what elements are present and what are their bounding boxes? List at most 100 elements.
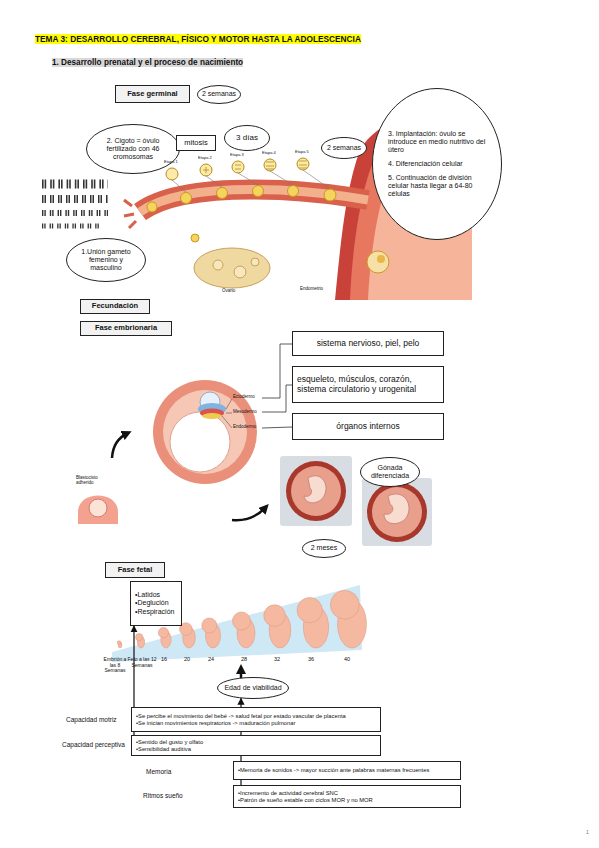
layer-box: esqueleto, músculos, corazón, sistema ci…	[292, 366, 444, 403]
node-text: •Patrón de sueño estable con ciclos MOR …	[238, 797, 373, 804]
note-ellipse: Gónada diferenciada	[360, 457, 420, 487]
capacity-box: •Se percibe el movimiento del bebé -> sa…	[131, 707, 381, 732]
embryo-photo	[291, 466, 341, 516]
leader-line	[172, 170, 330, 192]
row-label: Ritmos sueño	[143, 792, 183, 799]
capacity-box: •Memoria de sonidos -> mayor succión ant…	[233, 761, 461, 780]
node-text: •Sensibilidad auditiva	[136, 746, 191, 753]
follicle	[251, 258, 259, 266]
page-title: TEMA 3: DESARROLLO CEREBRAL, FÍSICO Y MO…	[35, 34, 361, 44]
fetus-head	[136, 634, 143, 641]
stage-image	[232, 161, 244, 173]
embryo-photo	[280, 456, 352, 526]
node-text: Gónada diferenciada	[368, 464, 412, 480]
stage-label: Etapa 1	[164, 160, 178, 164]
node-text: 2. Cigoto = óvulo fertilizado con 46 cro…	[100, 137, 166, 161]
node-text: •Sentido del gusto y olfato	[136, 739, 203, 746]
ellipse-outline	[218, 678, 289, 699]
node-text: •Se inician movimientos respiratorios ->…	[136, 720, 295, 727]
embryo-section	[163, 390, 247, 474]
process-box: mitosis	[176, 135, 216, 151]
node-text: Fecundación	[92, 302, 138, 311]
node-text: 2 semanas	[327, 144, 361, 152]
node-text: 2 semanas	[202, 90, 236, 98]
follicle	[234, 266, 246, 278]
layer-label: Endodermo	[233, 425, 256, 430]
embryo	[304, 476, 326, 503]
note-ellipse: 3. Implantación: óvulo se introduce en m…	[372, 88, 502, 240]
blastocyst	[324, 189, 336, 201]
curved-arrow	[232, 507, 266, 520]
ovum	[191, 234, 199, 242]
duration-ellipse: 2 semanas	[321, 137, 367, 159]
note-ellipse: 1.Unión gameto femenino y masculino	[66, 238, 146, 282]
embryo-photo	[367, 482, 427, 542]
row-label: Capacidad perceptiva	[62, 741, 125, 748]
node-text: órganos internos	[336, 422, 399, 432]
node-text: mitosis	[184, 139, 207, 148]
axis-label: 16	[161, 656, 167, 662]
layer-box: órganos internos	[292, 413, 444, 440]
axis-label: 36	[308, 656, 314, 662]
curved-arrow	[112, 433, 128, 458]
node-text: esqueleto, músculos, corazón, sistema ci…	[297, 375, 439, 395]
chromosome-row	[42, 210, 108, 216]
milestone-ellipse: Edad de viabilidad	[217, 677, 289, 699]
node-text: Fase germinal	[127, 90, 177, 99]
node-text: 2 meses	[311, 544, 337, 552]
ellipse-outline	[67, 239, 146, 282]
fetus-head	[117, 641, 121, 645]
embryo-photo	[286, 461, 346, 521]
fetus-head	[297, 598, 322, 623]
ovum	[147, 202, 157, 212]
embryo-photo	[362, 478, 432, 546]
capacity-box: •Sentido del gusto y olfato•Sensibilidad…	[131, 735, 381, 756]
embryo-photo	[372, 487, 422, 537]
cell-divisions	[203, 161, 307, 173]
axis-label: 24	[208, 656, 214, 662]
row-label: Memoria	[146, 768, 171, 775]
node-text: Fase fetal	[118, 566, 153, 575]
chromosome-row	[42, 180, 108, 189]
fetus-head	[233, 612, 251, 630]
implanted-blastocyst	[367, 251, 389, 273]
phase-box: Fase germinal	[115, 85, 190, 103]
node-text: •Latidos	[135, 591, 160, 599]
ellipse-outline	[225, 126, 270, 151]
note-ellipse: 2. Cigoto = óvulo fertilizado con 46 cro…	[86, 124, 180, 174]
axis-label: 20	[184, 656, 190, 662]
endoderm-layer	[202, 413, 222, 419]
blastocyst-adhered	[78, 496, 118, 525]
part-label: Endometrio	[300, 287, 323, 292]
fetus-head	[158, 628, 168, 638]
ovary	[194, 248, 270, 288]
blastocyst-cavity	[89, 499, 107, 517]
part-label: Ovario	[222, 289, 235, 294]
capacity-box: •Incremento de actividad cerebral SNC•Pa…	[233, 785, 461, 808]
chromosome-row	[42, 195, 108, 203]
node-text: •Respiración	[135, 608, 174, 616]
cell-stage	[217, 188, 228, 199]
layer-box: sistema nervioso, piel, pelo	[292, 331, 444, 356]
stage-label: Etapa 2	[198, 156, 212, 160]
section-heading: 1. Desarrollo prenatal y el proceso de n…	[52, 58, 243, 67]
axis-label: 32	[274, 656, 280, 662]
stage-label: Etapa 5	[295, 150, 309, 154]
leader-line	[222, 399, 232, 428]
node-text: •Incremento de actividad cerebral SNC	[238, 790, 338, 797]
follicle	[213, 260, 223, 270]
chromosome-row	[42, 224, 100, 229]
stage-label: Etapa 3	[230, 153, 244, 157]
node-text: sistema nervioso, piel, pelo	[317, 339, 420, 349]
page-number: 1	[586, 830, 589, 836]
fetus-head	[330, 590, 359, 619]
axis-label: 28	[241, 656, 247, 662]
zygote	[181, 193, 192, 204]
phase-box: Fase embrionaria	[80, 321, 172, 336]
ellipse-outline	[361, 458, 420, 487]
node-text: 4. Diferenciación celular	[388, 160, 463, 168]
stage-image	[166, 168, 178, 180]
node-text: 3. Implantación: óvulo se introduce en m…	[388, 130, 486, 154]
axis-label: Embrión a las 8 Semanas	[100, 657, 130, 674]
node-text: 3 días	[236, 133, 258, 142]
